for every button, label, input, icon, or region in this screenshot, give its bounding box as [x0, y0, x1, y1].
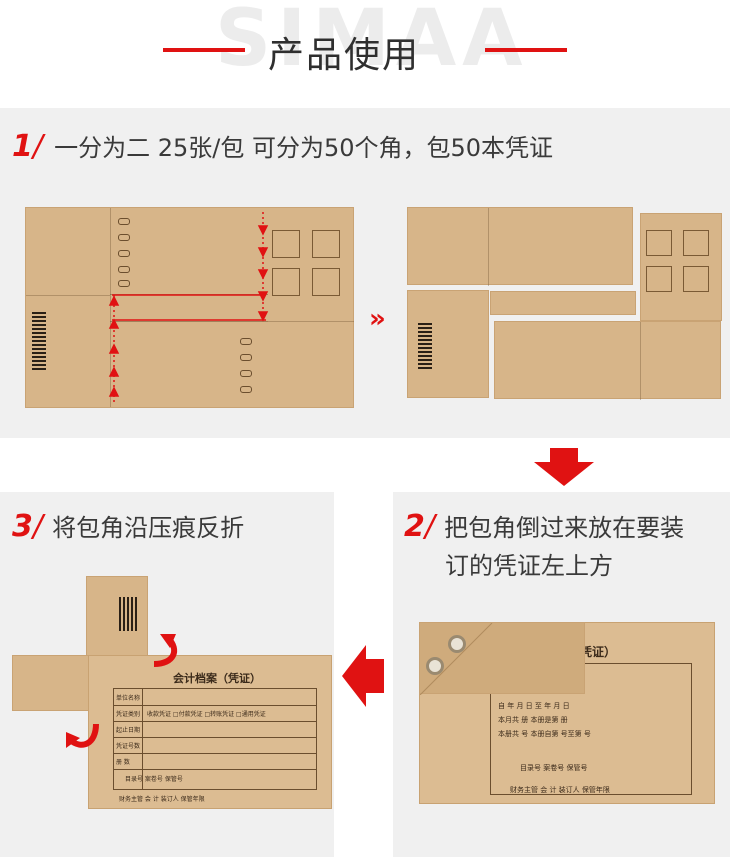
envelope-sheet — [25, 207, 354, 408]
step3-text: 将包角沿压痕反折 — [52, 514, 245, 542]
step1-number: 1 — [12, 129, 33, 164]
diagram-box — [312, 230, 340, 258]
piece-middle-strip — [490, 291, 636, 315]
form-row-category: 凭证类别 — [116, 711, 141, 718]
piece-bottom-left — [407, 290, 489, 398]
grommet-icon — [448, 635, 466, 653]
split-arrows-icon — [108, 212, 269, 404]
form-title-partial: 凭证） — [580, 645, 617, 659]
grommet-icon — [426, 657, 444, 675]
step3-heading: 3/ 将包角沿压痕反折 — [12, 508, 244, 544]
next-step-arrow: » — [369, 304, 386, 334]
barcode-graphic — [32, 312, 46, 370]
piece-bottom-right — [494, 321, 721, 400]
watermark-text: SIMAA — [215, 0, 529, 84]
form-row-unit: 单位名称 — [116, 695, 141, 702]
form-row-numbers: 凭证号数 — [116, 743, 141, 750]
piece-top-right — [640, 213, 722, 321]
form-date-row: 自 年 月 日 至 年 月 日 — [498, 702, 570, 710]
folded-flap-top — [86, 576, 148, 656]
form-record-row-step3: 目录号 案卷号 保管号 — [125, 776, 183, 783]
step2-text-line2: 订的凭证左上方 — [445, 552, 613, 580]
form-table — [113, 688, 317, 790]
left-arrow-icon — [342, 645, 384, 707]
step1-text: 一分为二 25张/包 可分为50个角，包50本凭证 — [54, 134, 554, 162]
step3-number: 3 — [12, 509, 33, 544]
down-arrow-icon — [534, 448, 594, 486]
step3-slash: / — [32, 509, 43, 544]
form-row-volumes: 册 数 — [116, 759, 130, 766]
form-record-row: 目录号 案卷号 保管号 — [520, 764, 588, 772]
form-options: 收款凭证 □付款凭证 □转账凭证 □通用凭证 — [147, 711, 266, 718]
step2-text-line1: 把包角倒过来放在要装 — [444, 514, 685, 542]
form-month-row: 本月共 册 本册是第 册 — [498, 716, 568, 724]
step1-slash: / — [32, 129, 43, 164]
folded-flap-left — [12, 655, 90, 711]
diagram-box — [272, 230, 300, 258]
fold-arrow-icon — [153, 634, 178, 667]
form-row-dates: 起止日期 — [116, 727, 141, 734]
corner-piece-step2 — [419, 622, 585, 695]
step1-heading: 1/ 一分为二 25张/包 可分为50个角，包50本凭证 — [12, 128, 553, 164]
diagram-box — [272, 268, 300, 296]
title-left-rule — [163, 48, 245, 52]
piece-top-left — [407, 207, 633, 286]
step2-number: 2 — [404, 509, 425, 544]
step2-slash: / — [424, 509, 435, 544]
voucher-cover-step3: 会计档案（凭证） 单位名称 凭证类别 收款凭证 □付款凭证 □转账凭证 □通用凭… — [88, 655, 332, 809]
form-title: 会计档案（凭证） — [173, 672, 261, 685]
form-sign-row: 财务主管 会 计 装订人 保管年限 — [510, 786, 610, 794]
form-number-row: 本册共 号 本册自第 号至第 号 — [498, 730, 591, 738]
page-title: 产品使用 — [268, 35, 421, 76]
form-sign-row-step3: 财务主管 会 计 装订人 保管年限 — [119, 796, 205, 803]
fold-arrow-icon — [66, 723, 99, 748]
diagram-box — [312, 268, 340, 296]
title-right-rule — [485, 48, 567, 52]
step2-heading: 2/ 把包角倒过来放在要装 订的凭证左上方 — [404, 508, 730, 581]
